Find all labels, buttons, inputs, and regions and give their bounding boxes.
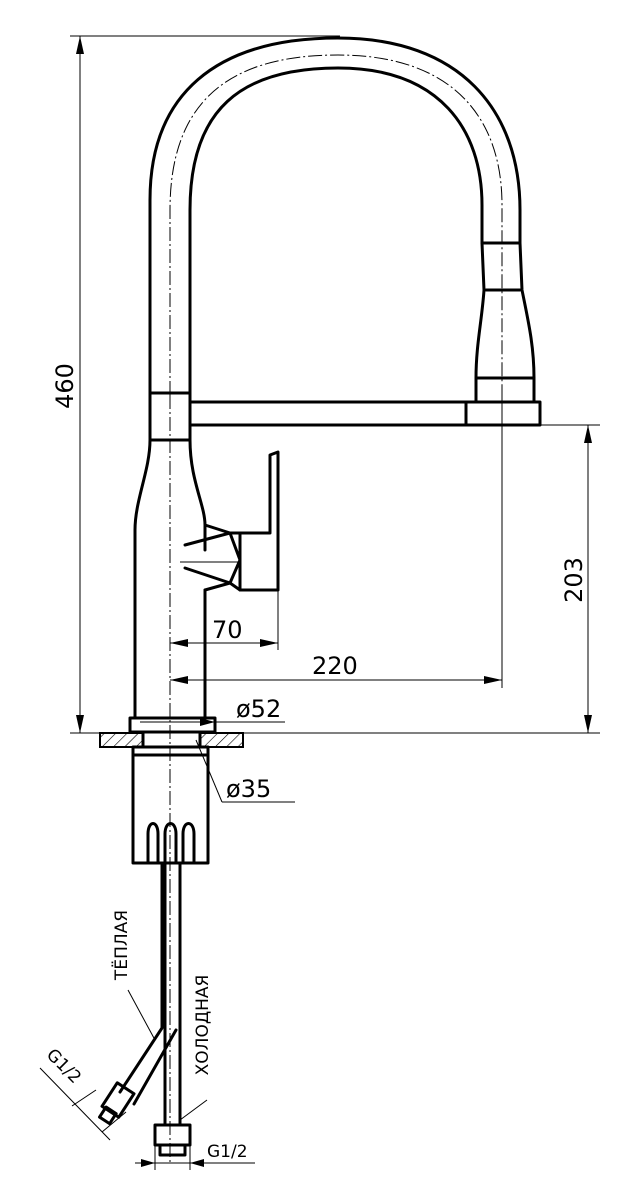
spout-arc — [148, 36, 522, 395]
faucet-body — [98, 36, 542, 1157]
hose-cold — [163, 861, 182, 1127]
dimension-lines — [39, 35, 600, 1170]
label-thread-cold: G1/2 — [207, 1142, 248, 1162]
label-warm: ТЁПЛАЯ — [111, 910, 132, 981]
handle — [183, 450, 280, 592]
countertop-right — [199, 732, 244, 748]
base-flange — [128, 716, 217, 734]
spray-head-ring — [474, 376, 536, 404]
label-thread-warm: G1/2 — [42, 1045, 85, 1088]
spray-head — [474, 241, 536, 380]
dim-70: 70 — [212, 616, 243, 644]
dimension-texts: 460 203 70 220 ø52 ø35 — [51, 363, 588, 803]
hose-labels: ТЁПЛАЯ ХОЛОДНАЯ G1/2 G1/2 — [42, 910, 247, 1162]
fitting-cold — [153, 1123, 192, 1147]
dim-d52: ø52 — [236, 695, 281, 723]
fitting-warm — [100, 1081, 136, 1119]
countertop-left — [99, 732, 144, 748]
dim-203: 203 — [560, 557, 588, 603]
centerlines — [169, 54, 503, 1165]
dim-d35: ø35 — [226, 775, 271, 803]
dim-220: 220 — [312, 652, 358, 680]
holder-arm — [148, 391, 542, 442]
label-cold: ХОЛОДНАЯ — [193, 975, 213, 1076]
dim-460: 460 — [51, 363, 79, 409]
hose-warm — [118, 861, 178, 1106]
